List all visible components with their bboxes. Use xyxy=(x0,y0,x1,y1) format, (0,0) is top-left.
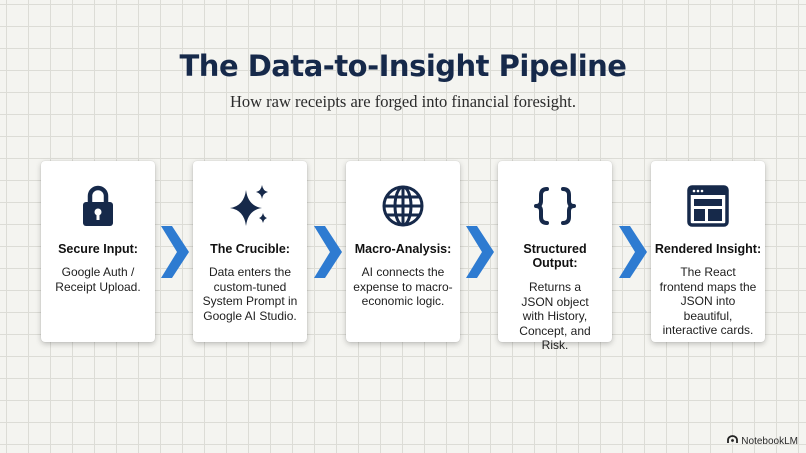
step-description: The React frontend maps the JSON into be… xyxy=(659,265,757,337)
chevron-right-icon xyxy=(312,226,342,278)
step-heading: Rendered Insight: xyxy=(654,242,762,256)
chevron-right-icon xyxy=(159,226,189,278)
padlock-icon xyxy=(41,183,155,229)
page-subtitle: How raw receipts are forged into financi… xyxy=(229,92,577,111)
chevron-right-icon xyxy=(464,226,494,278)
page-title: The Data-to-Insight Pipeline xyxy=(179,49,627,83)
sparkle-icon xyxy=(193,183,307,229)
step-heading: Macro-Analysis: xyxy=(354,242,452,256)
step-heading: Secure Input: xyxy=(58,242,138,256)
step-heading: Structured Output: xyxy=(523,242,587,270)
curly-braces-icon xyxy=(498,183,612,229)
step-description: Returns a JSON object with History, Conc… xyxy=(519,280,591,352)
step-heading: The Crucible: xyxy=(210,242,290,256)
step-card-structured-output: Structured Output: Returns a JSON object… xyxy=(498,161,612,352)
step-card-the-crucible: The Crucible: Data enters the custom-tun… xyxy=(193,161,307,342)
step-description: AI connects the expense to macro-economi… xyxy=(353,265,453,308)
browser-window-icon xyxy=(651,183,765,229)
step-card-secure-input: Secure Input: Google Auth / Receipt Uplo… xyxy=(41,161,155,342)
chevron-right-icon xyxy=(617,226,647,278)
globe-icon xyxy=(346,183,460,229)
brand-label: NotebookLM xyxy=(741,435,798,447)
step-description: Data enters the custom-tuned System Prom… xyxy=(202,265,298,323)
step-description: Google Auth / Receipt Upload. xyxy=(55,265,141,294)
step-card-rendered-insight: Rendered Insight: The React frontend map… xyxy=(651,161,765,342)
notebooklm-brand: NotebookLM xyxy=(727,435,798,447)
step-card-macro-analysis: Macro-Analysis: AI connects the expense … xyxy=(346,161,460,342)
notebooklm-logo-icon xyxy=(727,435,739,447)
